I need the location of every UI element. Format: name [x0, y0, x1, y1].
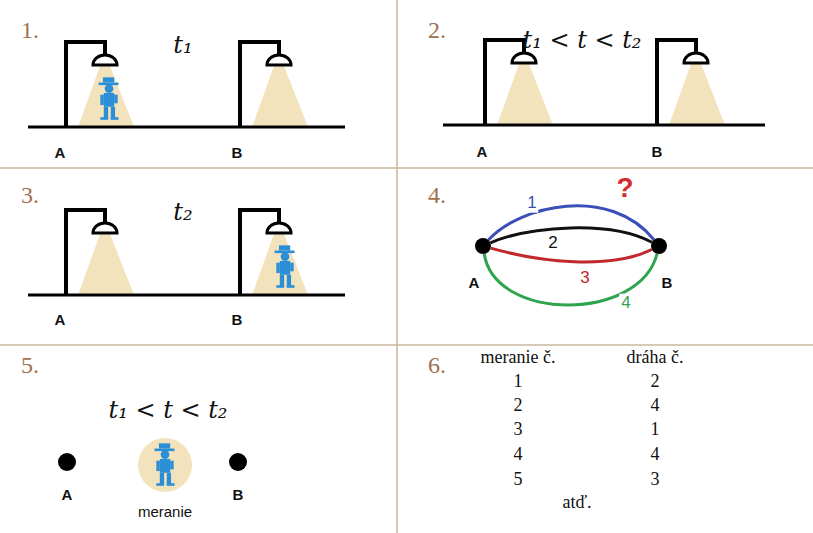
panel-number: 1. [21, 17, 39, 43]
walker-figures [99, 77, 295, 492]
point-label: A [55, 312, 66, 329]
point-label: B [232, 145, 243, 162]
point-label: B [661, 274, 674, 291]
table-cell: 2 [651, 372, 660, 392]
measurement-label: meranie [138, 504, 192, 521]
time-label: t₁ [173, 32, 192, 58]
question-mark: ? [616, 173, 633, 204]
panel-number: 3. [21, 182, 39, 208]
table-cell: 4 [651, 396, 660, 416]
time-label: t₁ < t < t₂ [109, 397, 228, 423]
panel-number: 2. [428, 17, 446, 43]
time-label: t₂ [173, 199, 192, 225]
point-label: A [477, 144, 488, 161]
table-cell: 5 [514, 470, 523, 490]
table-cell: 1 [514, 372, 523, 392]
panel-number: 5. [21, 352, 39, 378]
table-header: meranie č. [481, 348, 556, 368]
ground-lines [28, 125, 765, 295]
point-label: A [468, 274, 481, 291]
point-label: A [55, 145, 66, 162]
path-curve [491, 248, 652, 262]
table-cell: 4 [651, 445, 660, 465]
point-label: B [232, 312, 243, 329]
table-cell: 4 [514, 445, 523, 465]
street-lamps [66, 40, 725, 295]
point-label: A [62, 487, 73, 504]
point-label: B [652, 144, 663, 161]
path-number: 1 [525, 194, 538, 213]
table-header: dráha č. [627, 348, 684, 368]
path-number: 4 [619, 294, 632, 313]
path-curve [490, 228, 652, 243]
point-label: B [233, 487, 244, 504]
path-number: 3 [578, 269, 591, 288]
path-endpoint: A [475, 238, 491, 254]
table-cell: 1 [651, 420, 660, 440]
panel-number: 6. [428, 352, 446, 378]
panel-number: 4. [428, 182, 446, 208]
table-cell: 2 [514, 396, 523, 416]
table-note: atď. [562, 493, 591, 513]
table-cell: 3 [651, 470, 660, 490]
table-cell: 3 [514, 420, 523, 440]
path-number: 2 [546, 234, 559, 253]
measurement-points [58, 453, 247, 471]
time-label: t₁ < t < t₂ [523, 27, 642, 53]
path-endpoint: B [651, 238, 667, 254]
